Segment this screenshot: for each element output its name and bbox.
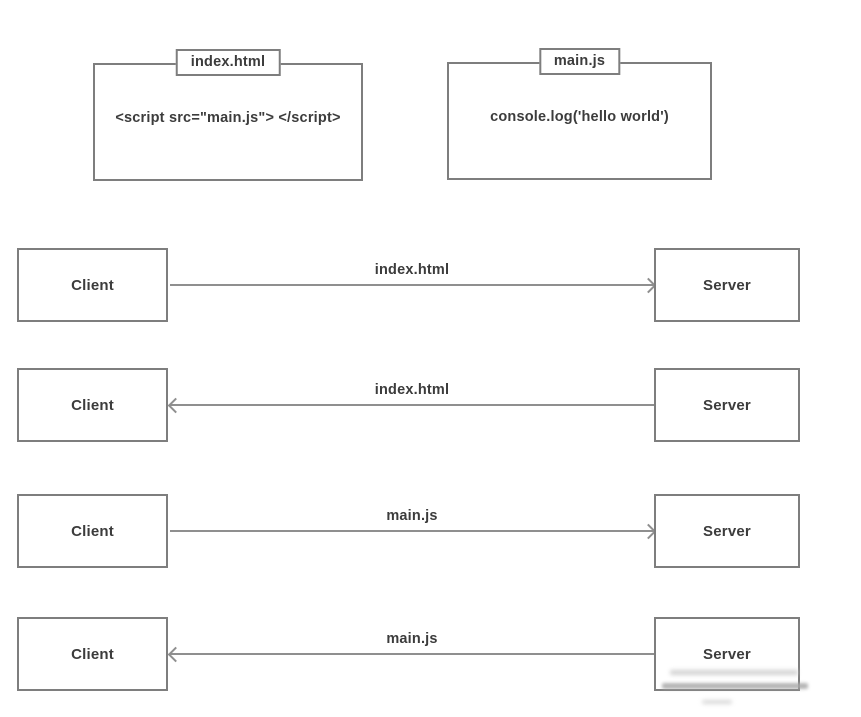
file-box-main-js: main.js console.log('hello world'): [447, 48, 712, 180]
server-box: Server: [654, 248, 800, 322]
arrow-right-icon: [170, 284, 654, 286]
exchange-row-request-main: Client main.js Server: [0, 494, 861, 568]
arrow-left-icon: [170, 653, 654, 655]
server-box: Server: [654, 617, 800, 691]
exchange-row-response-index: Client index.html Server: [0, 368, 861, 442]
client-box: Client: [17, 617, 168, 691]
client-box: Client: [17, 494, 168, 568]
arrow-request-index: index.html: [170, 248, 654, 322]
arrow-left-icon: [170, 404, 654, 406]
file-tab-index-html: index.html: [175, 49, 281, 76]
arrow-response-main: main.js: [170, 617, 654, 691]
server-box: Server: [654, 368, 800, 442]
file-tab-main-js: main.js: [538, 48, 621, 75]
arrow-response-index: index.html: [170, 368, 654, 442]
arrow-label: main.js: [386, 508, 438, 524]
exchange-row-response-main: Client main.js Server: [0, 617, 861, 691]
exchange-row-request-index: Client index.html Server: [0, 248, 861, 322]
arrow-label: index.html: [374, 382, 450, 398]
arrow-request-main: main.js: [170, 494, 654, 568]
server-box: Server: [654, 494, 800, 568]
file-box-index-html: index.html <script src="main.js"> </scri…: [93, 49, 363, 181]
file-content-index-html: <script src="main.js"> </script>: [115, 110, 341, 126]
arrow-right-icon: [170, 530, 654, 532]
arrow-label: index.html: [374, 262, 450, 278]
arrow-label: main.js: [386, 631, 438, 647]
file-content-main-js: console.log('hello world'): [490, 109, 669, 125]
client-box: Client: [17, 368, 168, 442]
client-box: Client: [17, 248, 168, 322]
